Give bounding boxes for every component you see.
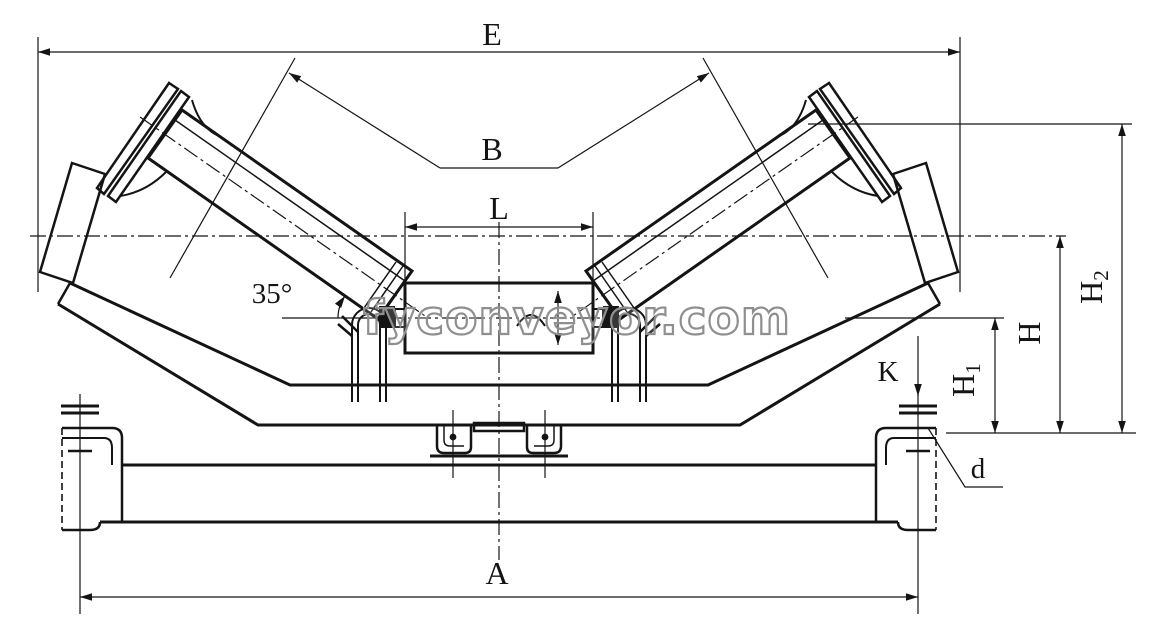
- dim-label-h2-base: H: [1073, 281, 1109, 304]
- dim-b-line-right: [557, 72, 710, 169]
- dim-label-a: A: [485, 555, 508, 591]
- watermark-text: fyconveyor.com: [363, 291, 791, 346]
- dim-label-d: d: [971, 453, 986, 485]
- dim-label-h2-subscript: 2: [1089, 270, 1113, 281]
- dim-label-h1-base: H: [945, 374, 981, 397]
- dim-d-leader-line: [927, 427, 1003, 488]
- dim-label-h: H: [1011, 321, 1047, 344]
- dim-label-e: E: [482, 16, 502, 52]
- angle-arc: [334, 295, 346, 319]
- dim-label-l: L: [489, 190, 509, 226]
- dim-label-k: K: [878, 356, 899, 388]
- dim-b-line-left: [288, 72, 441, 169]
- angle-label: 35°: [252, 278, 293, 310]
- dim-label-b: B: [481, 131, 502, 167]
- center-roller-weld-mark: [516, 314, 546, 327]
- dim-label-h1: H1: [945, 363, 985, 397]
- dim-label-h2: H2: [1073, 270, 1113, 304]
- dim-label-h1-subscript: 1: [961, 363, 985, 374]
